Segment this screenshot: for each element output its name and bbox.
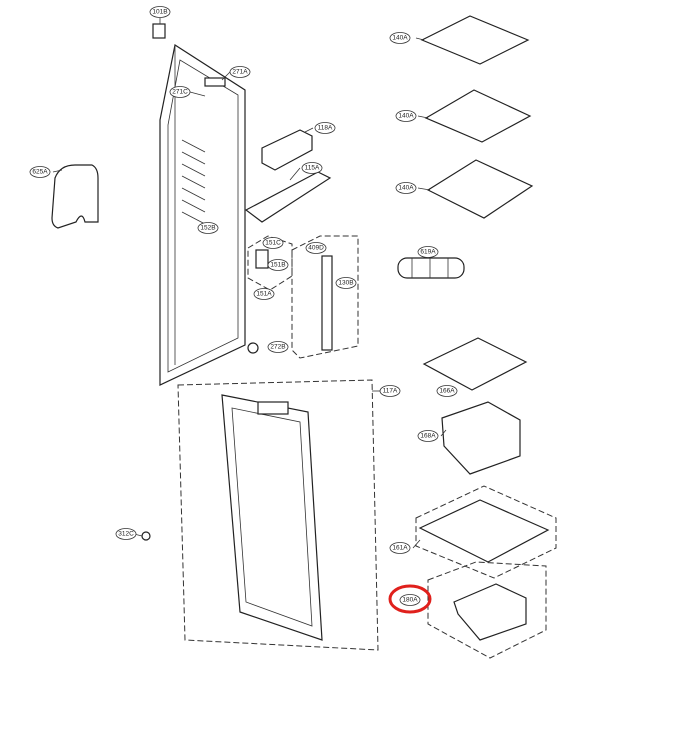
- callout-label: 115A: [305, 165, 320, 172]
- callout-label: 152B: [200, 225, 215, 232]
- callout-label: 272B: [270, 344, 285, 351]
- callout-label: 151B: [270, 262, 285, 269]
- callout-152b: 152B: [197, 222, 219, 234]
- callout-label: 180A: [402, 597, 418, 604]
- callout-118a: 118A: [314, 122, 336, 134]
- callout-140a: 140A: [389, 32, 411, 44]
- callout-label: 151A: [256, 291, 272, 298]
- part-272b: [247, 342, 259, 354]
- callout-label: 625A: [32, 169, 48, 176]
- callout-271c: 271C: [169, 86, 191, 98]
- part-115a: [244, 171, 332, 223]
- part-625a: [51, 164, 99, 229]
- callout-151a: 151A: [253, 288, 275, 300]
- callout-label: 168A: [420, 433, 436, 440]
- callout-180a: 180A: [399, 594, 421, 606]
- callout-label: 140A: [392, 35, 408, 42]
- callout-label: 101B: [152, 9, 167, 16]
- callout-409d: 409D: [305, 242, 327, 254]
- shelf-140a-3: [426, 159, 534, 219]
- part-130b: [321, 255, 333, 351]
- callout-label: 140A: [398, 185, 414, 192]
- callout-label: 166A: [439, 388, 455, 395]
- callout-label: 117A: [383, 388, 398, 395]
- callout-117a: 117A: [379, 385, 401, 397]
- callout-label: 619A: [420, 249, 436, 256]
- part-118a: [261, 129, 313, 171]
- part-168a: [441, 401, 521, 475]
- callout-166a: 166A: [436, 385, 458, 397]
- shelf-140a-2: [424, 89, 532, 143]
- door-bin: [257, 401, 289, 415]
- highlight-circle: [388, 584, 432, 614]
- shelf-140a-1: [420, 15, 530, 65]
- cabinet: [152, 23, 246, 386]
- callout-168a: 168A: [417, 430, 439, 442]
- callout-151c: 151C: [262, 237, 284, 249]
- callout-label: 151C: [265, 240, 281, 247]
- part-180a: [453, 583, 527, 641]
- callout-130b: 130B: [335, 277, 357, 289]
- callout-619a: 619A: [417, 246, 439, 258]
- callout-label: 271C: [172, 89, 188, 96]
- part-101b: [152, 23, 166, 39]
- part-166a: [422, 337, 528, 391]
- callout-140a: 140A: [395, 182, 417, 194]
- part-161a: [418, 499, 550, 563]
- callout-label: 118A: [318, 125, 333, 132]
- callout-label: 271A: [232, 69, 248, 76]
- part-619a: [397, 257, 465, 279]
- callout-label: 140A: [398, 113, 414, 120]
- callout-271a: 271A: [229, 66, 251, 78]
- part-271a: [204, 77, 226, 87]
- callout-625a: 625A: [29, 166, 51, 178]
- part-151b: [255, 249, 269, 269]
- callout-label: 161A: [392, 545, 408, 552]
- callout-label: 312C: [118, 531, 134, 538]
- callout-101b: 101B: [149, 6, 171, 18]
- callout-151b: 151B: [267, 259, 289, 271]
- part-312c: [141, 531, 151, 541]
- callout-272b: 272B: [267, 341, 289, 353]
- callout-161a: 161A: [389, 542, 411, 554]
- callout-115a: 115A: [301, 162, 323, 174]
- callout-label: 130B: [338, 280, 353, 287]
- callout-312c: 312C: [115, 528, 137, 540]
- callout-140a: 140A: [395, 110, 417, 122]
- callout-label: 409D: [308, 245, 324, 252]
